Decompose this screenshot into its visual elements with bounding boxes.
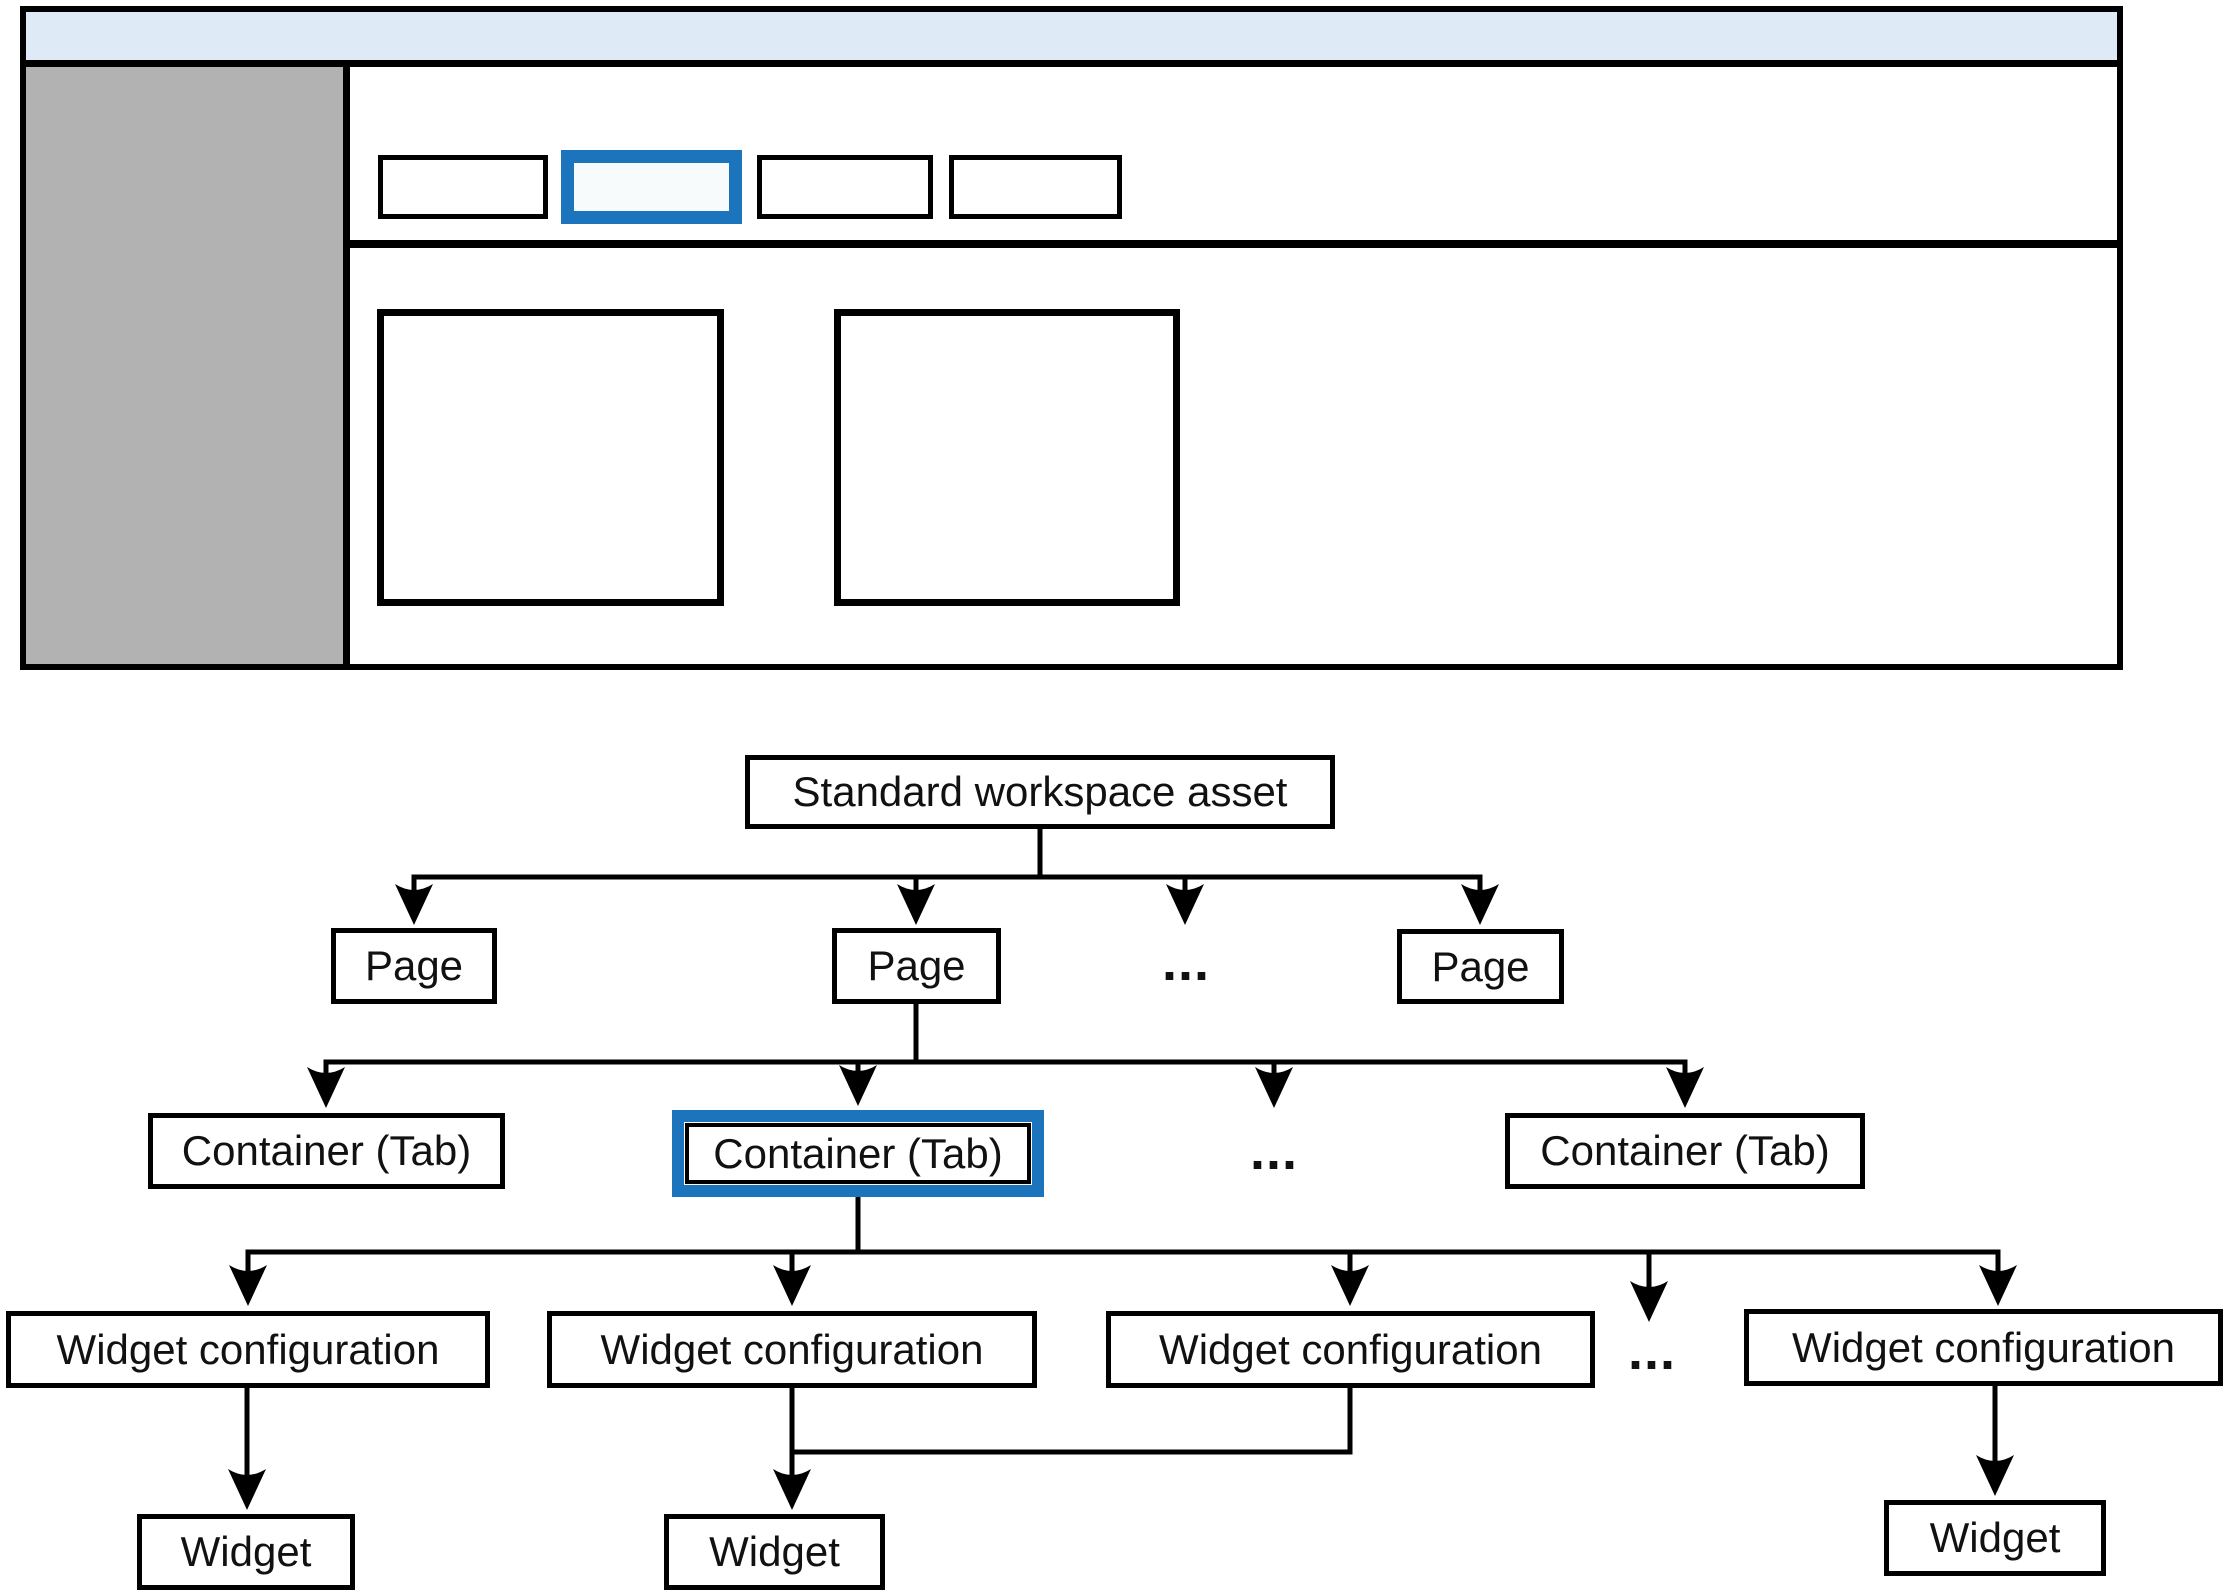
node-page-3: Page xyxy=(1397,929,1564,1004)
tab-placeholder-1 xyxy=(378,155,548,219)
node-widget-3: Widget xyxy=(1884,1500,2106,1576)
node-page-2: Page xyxy=(832,928,1001,1004)
window-body xyxy=(26,67,2117,664)
window-main-area xyxy=(350,67,2117,664)
node-root: Standard workspace asset xyxy=(745,755,1335,829)
node-container-active: Container (Tab) xyxy=(672,1110,1044,1197)
node-page-1: Page xyxy=(331,928,497,1004)
widget-placeholder-1 xyxy=(377,309,724,606)
window-header-bar xyxy=(26,12,2117,67)
node-widget-config-1: Widget configuration xyxy=(6,1311,490,1388)
workspace-window-mockup xyxy=(20,6,2123,670)
tab-content-divider xyxy=(350,240,2117,248)
node-widget-config-3: Widget configuration xyxy=(1106,1311,1595,1388)
window-sidebar xyxy=(26,67,350,664)
widget-placeholder-2 xyxy=(834,309,1180,606)
node-container-3: Container (Tab) xyxy=(1505,1113,1865,1189)
node-widget-2: Widget xyxy=(664,1514,885,1590)
node-widget-config-ellipsis: ... xyxy=(1627,1321,1676,1381)
node-widget-config-2: Widget configuration xyxy=(547,1311,1037,1388)
tab-placeholder-active xyxy=(561,150,742,224)
node-widget-1: Widget xyxy=(137,1514,355,1590)
tab-placeholder-3 xyxy=(949,155,1122,219)
node-container-active-label: Container (Tab) xyxy=(685,1123,1031,1184)
tab-placeholder-2 xyxy=(757,155,933,219)
node-widget-config-4: Widget configuration xyxy=(1744,1309,2223,1386)
node-container-1: Container (Tab) xyxy=(148,1113,505,1189)
node-page-ellipsis: ... xyxy=(1161,932,1210,992)
node-container-ellipsis: ... xyxy=(1249,1121,1298,1181)
